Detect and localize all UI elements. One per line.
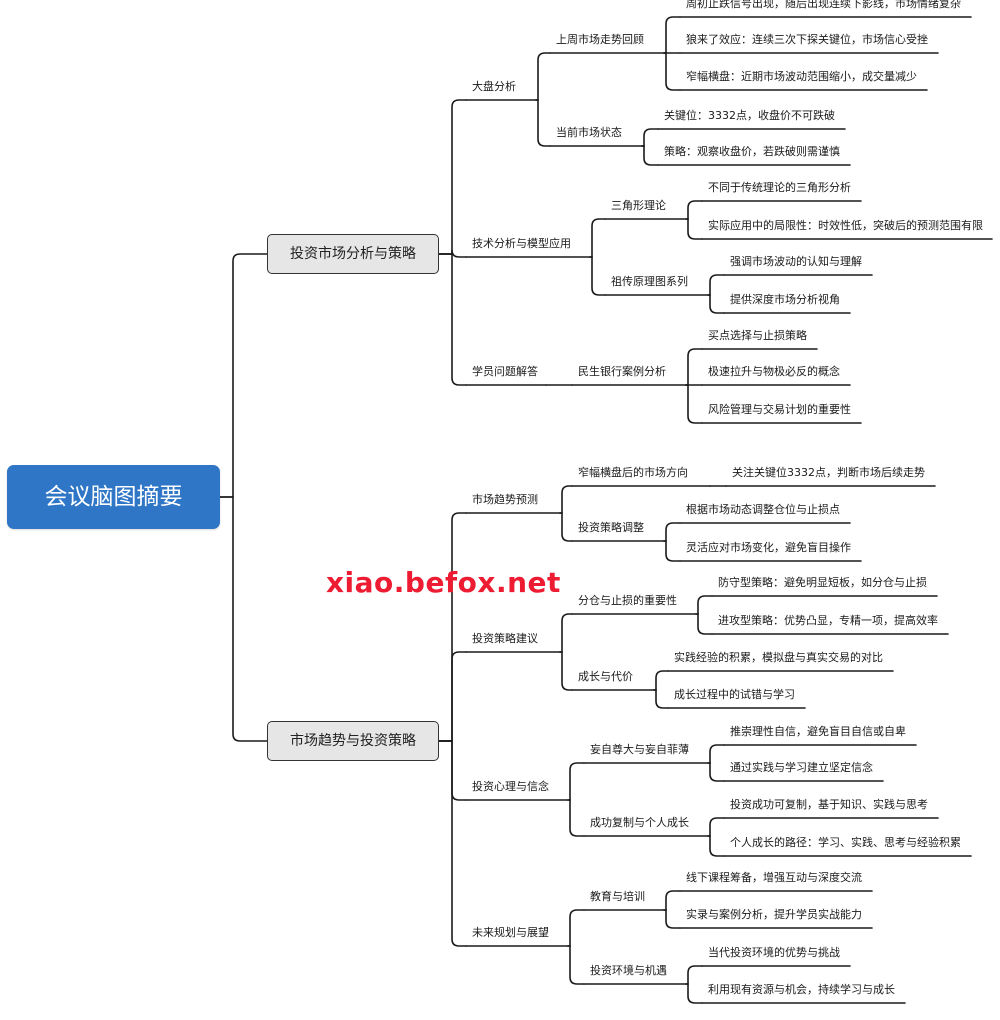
subtopic-node[interactable]: 上周市场走势回顾 — [556, 33, 644, 46]
branch-node[interactable]: 市场趋势与投资策略 — [267, 721, 439, 761]
root-to-branch-line — [219, 253, 268, 498]
subtopic-to-detail-line — [707, 274, 725, 296]
detail-node[interactable]: 线下课程筹备，增强互动与深度交流 — [686, 871, 862, 884]
detail-node[interactable]: 周初止跌信号出现，随后出现连续下影线，市场情绪复杂 — [686, 0, 961, 10]
subtopic-node[interactable]: 投资策略调整 — [578, 521, 644, 534]
topic-node[interactable]: 未来规划与展望 — [472, 926, 549, 939]
detail-node[interactable]: 成长过程中的试错与学习 — [674, 688, 795, 701]
subtopic-to-detail-line — [663, 890, 681, 911]
subtopic-node[interactable]: 三角形理论 — [611, 199, 666, 212]
detail-node[interactable]: 防守型策略：避免明显短板，如分仓与止损 — [718, 576, 927, 589]
topic-to-subtopic-line — [567, 762, 585, 801]
detail-node[interactable]: 风险管理与交易计划的重要性 — [708, 403, 851, 416]
detail-node[interactable]: 实践经验的积累，模拟盘与真实交易的对比 — [674, 651, 883, 664]
branch-to-topic-line — [438, 99, 467, 255]
subtopic-to-detail-line — [685, 348, 703, 386]
branch-node[interactable]: 投资市场分析与策略 — [267, 234, 439, 274]
subtopic-to-detail-line — [663, 909, 681, 929]
subtopic-node[interactable]: 投资环境与机遇 — [590, 964, 667, 977]
detail-node[interactable]: 实际应用中的局限性：时效性低，突破后的预测范围有限 — [708, 219, 983, 232]
subtopic-to-detail-line — [707, 744, 725, 764]
detail-node[interactable]: 提供深度市场分析视角 — [730, 293, 840, 306]
topic-to-subtopic-line — [535, 52, 551, 101]
topic-node[interactable]: 投资策略建议 — [472, 632, 538, 645]
detail-node[interactable]: 不同于传统理论的三角形分析 — [708, 181, 851, 194]
subtopic-to-detail-line — [685, 983, 703, 1004]
subtopic-to-detail-line — [653, 689, 669, 709]
subtopic-node[interactable]: 民生银行案例分析 — [578, 365, 666, 378]
detail-node[interactable]: 策略：观察收盘价，若跌破则需谨慎 — [664, 145, 840, 158]
branch-to-topic-line — [438, 249, 467, 258]
subtopic-to-detail-line — [663, 522, 681, 542]
subtopic-to-detail-line — [685, 965, 703, 985]
detail-node[interactable]: 狼来了效应：连续三次下探关键位，市场信心受挫 — [686, 33, 928, 46]
subtopic-node[interactable]: 当前市场状态 — [556, 126, 622, 139]
subtopic-to-detail-line — [707, 817, 725, 837]
root-node[interactable]: 会议脑图摘要 — [7, 465, 220, 529]
topic-node[interactable]: 市场趋势预测 — [472, 493, 538, 506]
topic-to-subtopic-line — [559, 613, 573, 653]
detail-node[interactable]: 关注关键位3332点，判断市场后续走势 — [732, 466, 925, 479]
subtopic-node[interactable]: 祖传原理图系列 — [611, 275, 688, 288]
detail-node[interactable]: 强调市场波动的认知与理解 — [730, 255, 862, 268]
subtopic-to-detail-line — [707, 762, 725, 782]
subtopic-to-detail-line — [685, 200, 703, 220]
branch-to-topic-line — [438, 512, 467, 742]
topic-node[interactable]: 学员问题解答 — [472, 365, 538, 378]
subtopic-to-detail-line — [707, 835, 725, 857]
detail-node[interactable]: 关键位：3332点，收盘价不可跌破 — [664, 109, 835, 122]
subtopic-to-detail-line — [685, 218, 703, 240]
topic-to-subtopic-line — [559, 512, 573, 542]
detail-node[interactable]: 当代投资环境的优势与挑战 — [708, 946, 840, 959]
detail-node[interactable]: 根据市场动态调整仓位与止损点 — [686, 503, 840, 516]
detail-node[interactable]: 买点选择与止损策略 — [708, 329, 807, 342]
topic-to-subtopic-line — [567, 799, 585, 837]
topic-to-subtopic-line — [567, 909, 585, 947]
watermark: xiao.befox.net — [326, 566, 561, 599]
subtopic-to-detail-line — [663, 52, 681, 91]
detail-node[interactable]: 利用现有资源与机会，持续学习与成长 — [708, 983, 895, 996]
subtopic-node[interactable]: 窄幅横盘后的市场方向 — [578, 466, 688, 479]
subtopic-node[interactable]: 成功复制与个人成长 — [590, 816, 689, 829]
subtopic-node[interactable]: 妄自尊大与妄自菲薄 — [590, 743, 689, 756]
subtopic-to-detail-line — [663, 540, 681, 562]
subtopic-to-detail-line — [685, 384, 703, 424]
branch-to-topic-line — [438, 253, 467, 386]
branch-to-topic-line — [438, 740, 467, 947]
subtopic-to-detail-line — [641, 145, 659, 166]
detail-node[interactable]: 极速拉升与物极必反的概念 — [708, 365, 840, 378]
topic-node[interactable]: 大盘分析 — [472, 80, 516, 93]
subtopic-node[interactable]: 成长与代价 — [578, 670, 633, 683]
topic-node[interactable]: 技术分析与模型应用 — [472, 237, 571, 250]
subtopic-to-detail-line — [641, 128, 659, 147]
detail-node[interactable]: 灵活应对市场变化，避免盲目操作 — [686, 541, 851, 554]
detail-node[interactable]: 推崇理性自信，避免盲目自信或自卑 — [730, 725, 906, 738]
detail-node[interactable]: 投资成功可复制，基于知识、实践与思考 — [730, 798, 928, 811]
detail-node[interactable]: 窄幅横盘：近期市场波动范围缩小，成交量减少 — [686, 70, 917, 83]
topic-to-subtopic-line — [559, 651, 573, 691]
root-to-branch-line — [219, 496, 268, 742]
topic-to-subtopic-line — [589, 218, 606, 258]
topic-to-subtopic-line — [589, 256, 606, 296]
subtopic-node[interactable]: 分仓与止损的重要性 — [578, 594, 677, 607]
subtopic-to-detail-line — [663, 16, 681, 54]
subtopic-to-detail-line — [653, 670, 669, 691]
topic-node[interactable]: 投资心理与信念 — [472, 780, 549, 793]
topic-to-subtopic-line — [567, 945, 585, 985]
subtopic-to-detail-line — [695, 595, 713, 615]
detail-node[interactable]: 通过实践与学习建立坚定信念 — [730, 761, 873, 774]
subtopic-to-detail-line — [707, 294, 725, 314]
detail-node[interactable]: 实录与案例分析，提升学员实战能力 — [686, 908, 862, 921]
detail-node[interactable]: 个人成长的路径：学习、实践、思考与经验积累 — [730, 836, 961, 849]
topic-to-subtopic-line — [559, 485, 573, 514]
branch-to-topic-line — [438, 651, 467, 742]
topic-to-subtopic-line — [535, 99, 551, 147]
subtopic-to-detail-line — [695, 613, 713, 635]
detail-node[interactable]: 进攻型策略：优势凸显，专精一项，提高效率 — [718, 614, 938, 627]
subtopic-node[interactable]: 教育与培训 — [590, 890, 645, 903]
